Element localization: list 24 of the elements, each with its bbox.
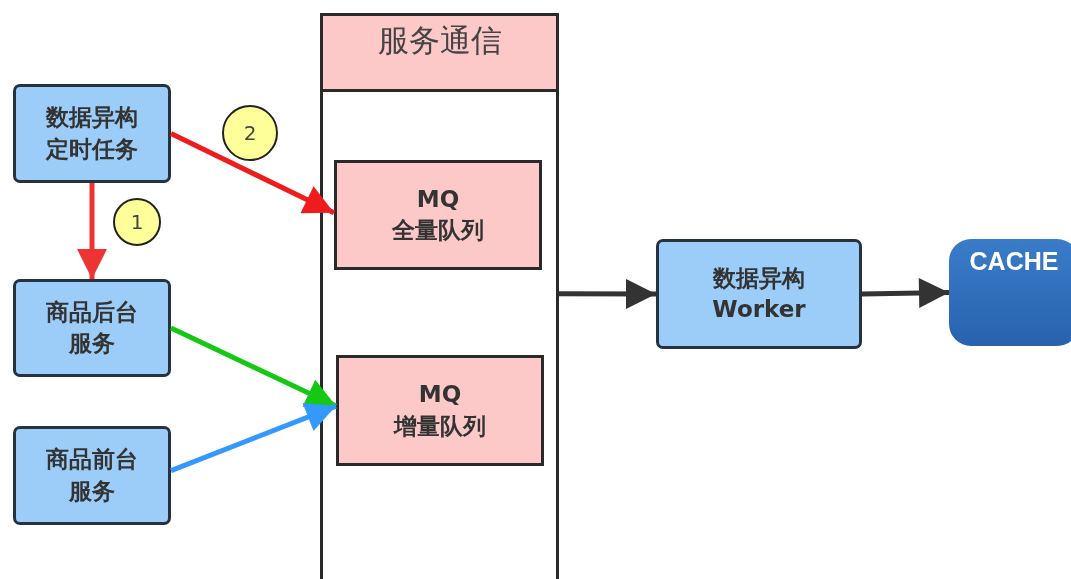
process-box: [13, 84, 171, 183]
box-label: MQ 全量队列: [391, 184, 485, 245]
box-label: 商品后台服务: [45, 297, 139, 358]
arrow: [169, 325, 338, 409]
cache-box: [949, 239, 1071, 346]
box-label: 数据异构定时任务: [44, 103, 139, 164]
box-label: CACHE: [969, 246, 1059, 277]
container-panel: [320, 13, 559, 579]
callout-number: 1: [113, 198, 161, 246]
box-label: MQ 增量队列: [392, 380, 487, 441]
arrow: [170, 403, 337, 473]
process-box: [656, 239, 862, 349]
arrow: [77, 183, 107, 279]
queue-box: [336, 355, 544, 466]
arrow: [169, 131, 336, 216]
arrow: [559, 278, 656, 309]
process-box: [13, 279, 171, 377]
callout-number: 2: [222, 105, 278, 161]
panel-heading: 服务通信: [323, 16, 556, 92]
box-label: 商品前台服务: [45, 445, 139, 506]
arrow: [861, 278, 950, 308]
queue-box: [334, 160, 542, 270]
process-box: [13, 426, 171, 525]
box-label: 数据异构 Worker: [711, 263, 807, 324]
